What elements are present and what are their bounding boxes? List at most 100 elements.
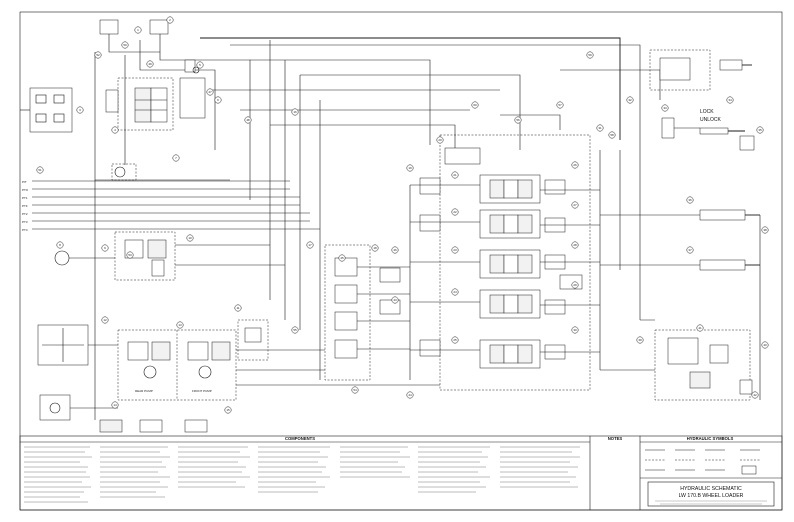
callout-number: 52: [96, 53, 100, 57]
callout-number: 43: [393, 298, 397, 302]
callout-bubble: [471, 101, 479, 109]
valve-section-3: [479, 249, 541, 279]
valve-section-2: [479, 209, 541, 239]
title-line-1: HYDRAULIC SCHEMATIC: [680, 486, 742, 492]
callout-bubble: [391, 296, 399, 304]
callout-number: 47: [208, 90, 212, 94]
callout-bubble: [761, 226, 769, 234]
callout-number: 54: [353, 388, 357, 392]
callout-bubble: [571, 161, 579, 169]
callout-number: 46: [393, 248, 397, 252]
callout-number: 28: [573, 243, 577, 247]
callout-bubble: [166, 16, 174, 24]
callout-number: 49: [148, 62, 152, 66]
callout-number: 48: [246, 118, 250, 122]
tag-pt1: PT1: [22, 196, 28, 200]
callout-bubbles: 1234567891011121314151617181920212223242…: [36, 16, 769, 414]
callout-number: 20: [438, 138, 442, 142]
callout-number: 29: [573, 283, 577, 287]
callout-bubble: [696, 324, 704, 332]
callout-bubble: [176, 321, 184, 329]
callout-number: 23: [453, 248, 457, 252]
component-list-lines: [24, 446, 580, 503]
callout-number: 18: [373, 246, 377, 250]
callout-number: 33: [663, 106, 667, 110]
callout-bubble: [101, 316, 109, 324]
callout-bubble: [111, 126, 119, 134]
callout-number: 24: [453, 290, 457, 294]
tag-pto: PTO: [22, 188, 29, 192]
callout-bubble: [291, 326, 299, 334]
callout-number: 36: [688, 198, 692, 202]
callout-bubble: [36, 166, 44, 174]
callout-bubble: [111, 401, 119, 409]
callout-bubble: [206, 88, 214, 96]
callout-bubble: [134, 26, 142, 34]
callout-number: 27: [573, 203, 577, 207]
callout-bubble: [76, 106, 84, 114]
callout-number: 13: [178, 323, 182, 327]
callout-number: 5: [199, 63, 201, 67]
tag-ptf: PTF: [22, 204, 28, 208]
callout-bubble: [451, 208, 459, 216]
callout-bubble: [451, 288, 459, 296]
title-box: [647, 481, 775, 507]
callout-bubble: [571, 281, 579, 289]
signal-tag-list: PIT PTO PT1 PTF PT2 PT3 PT4: [22, 180, 320, 232]
callout-bubble: [196, 61, 204, 69]
callout-bubble: [686, 196, 694, 204]
callout-bubble: [451, 336, 459, 344]
callout-number: 38: [763, 228, 767, 232]
callout-number: 17: [308, 243, 312, 247]
callout-number: 3: [79, 108, 81, 112]
right-cylinders: [559, 150, 761, 401]
tag-pt3: PT3: [22, 220, 28, 224]
callout-number: 35: [758, 128, 762, 132]
callout-number: 4: [114, 128, 116, 132]
callout-bubble: [338, 254, 346, 262]
callout-bubble: [556, 101, 564, 109]
sheet-border: [19, 11, 783, 511]
callout-bubble: [306, 241, 314, 249]
callout-number: 56: [516, 118, 520, 122]
callout-bubble: [101, 244, 109, 252]
callout-bubble: [371, 244, 379, 252]
front-pump-label: FRONT PUMP: [192, 389, 212, 393]
unlock-label: UNLOCK: [700, 117, 722, 123]
callout-number: 55: [293, 328, 297, 332]
brake-valve-group: [54, 180, 285, 330]
callout-number: 2: [169, 18, 171, 22]
callout-bubble: [94, 51, 102, 59]
callout-bubble: [686, 246, 694, 254]
callout-number: 11: [236, 306, 239, 310]
callout-number: 44: [408, 393, 412, 397]
callout-bubble: [186, 234, 194, 242]
callout-number: 40: [763, 343, 767, 347]
tag-pt2: PT2: [22, 212, 28, 216]
tag-pit: PIT: [22, 180, 27, 184]
callout-number: 60: [473, 103, 477, 107]
top-left-section: [94, 19, 251, 200]
callout-bubble: [586, 51, 594, 59]
tag-pt4: PT4: [22, 228, 28, 232]
callout-number: 10: [188, 236, 192, 240]
callout-number: 25: [453, 338, 457, 342]
callout-bubble: [636, 336, 644, 344]
symbols-legend: [645, 449, 760, 475]
lock-valve-section: LOCK UNLOCK: [649, 49, 755, 151]
valve-section-4: [479, 289, 541, 319]
symbols-header: HYDRAULIC SYMBOLS: [687, 436, 734, 441]
callout-bubble: [234, 304, 242, 312]
valve-section-1: [479, 174, 541, 204]
rear-pump-label: REAR PUMP: [135, 389, 153, 393]
callout-number: 45: [340, 256, 344, 260]
callout-bubble: [451, 246, 459, 254]
callout-number: 51: [38, 168, 42, 172]
callout-bubble: [596, 124, 604, 132]
callout-bubble: [608, 131, 616, 139]
callout-bubble: [391, 246, 399, 254]
callout-number: 59: [588, 53, 592, 57]
callout-bubble: [146, 60, 154, 68]
callout-number: 21: [453, 173, 457, 177]
